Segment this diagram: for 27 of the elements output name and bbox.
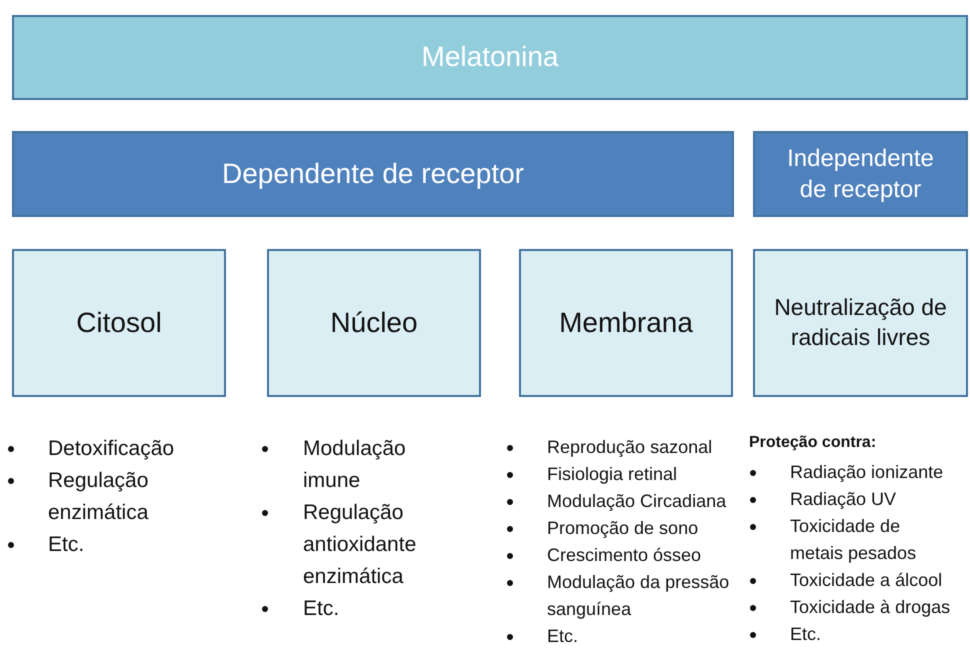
text-box: Melatonina (12, 15, 968, 100)
list-heading: Proteção contra: (749, 434, 876, 452)
text-box: Independente de receptor (753, 131, 968, 217)
list-item: Promoção de sono (547, 517, 700, 540)
list-item: Toxicidade a álcool (790, 569, 944, 592)
list-item: Etc. (790, 623, 822, 646)
text-box: Dependente de receptor (12, 131, 734, 217)
list-item: Etc. (303, 596, 340, 622)
list-item: Detoxificação (48, 436, 176, 462)
list-item: Modulação da pressão sanguínea (547, 571, 730, 621)
list-item: Reprodução sazonal (547, 436, 714, 459)
text-box: Núcleo (267, 249, 481, 397)
list-item: Radiação ionizante (790, 461, 944, 484)
list-item: Crescimento ósseo (547, 544, 702, 567)
list-item: Toxicidade à drogas (790, 596, 952, 619)
text-box: Membrana (519, 249, 733, 397)
text-box: Citosol (12, 249, 226, 397)
list-item: Radiação UV (790, 488, 898, 511)
list-item: Etc. (547, 625, 580, 648)
list-item: Regulação antioxidante enzimática (303, 500, 418, 590)
text-box: Neutralização de radicais livres (753, 249, 968, 397)
list-item: Etc. (48, 532, 86, 558)
list-item: Modulação imune (303, 436, 407, 494)
list-item: Regulação enzimática (48, 468, 150, 526)
list-item: Modulação Circadiana (547, 490, 728, 513)
list-item: Toxicidade de metais pesados (790, 515, 918, 565)
list-item: Fisiologia retinal (547, 463, 678, 486)
